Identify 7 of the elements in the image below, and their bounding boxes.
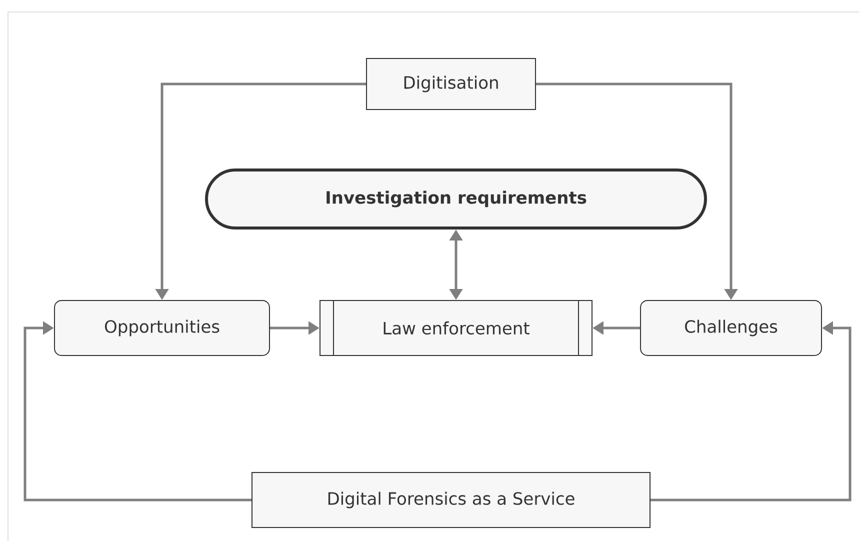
arrow bbox=[24, 321, 252, 502]
terminal-box: Investigation requirements bbox=[205, 168, 707, 230]
subprocess-box: Law enforcement bbox=[320, 300, 592, 356]
process-box: Digitisation bbox=[366, 58, 536, 110]
process-box: Digital Forensics as a Service bbox=[252, 472, 650, 528]
rounded-box: Opportunities bbox=[54, 300, 270, 356]
rounded-box: Challenges bbox=[640, 300, 822, 356]
